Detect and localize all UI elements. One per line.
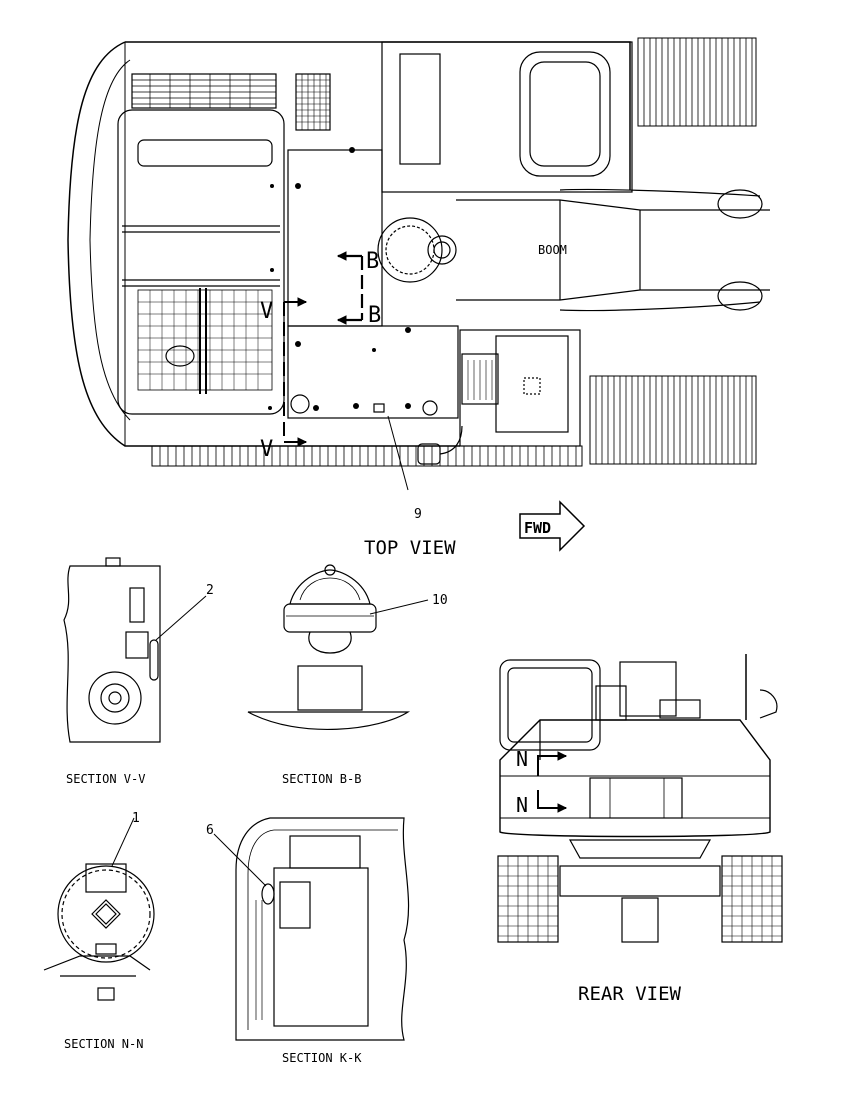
track-bottom-left [151, 445, 583, 467]
section-v-marker: V V [260, 297, 308, 462]
section-nn-drawing: 1 SECTION N-N [43, 811, 155, 1051]
battery-box [459, 329, 581, 447]
section-kk-title: SECTION K-K [282, 1051, 362, 1065]
leader-item-6 [213, 833, 267, 887]
engine-hood-panel [117, 109, 285, 415]
section-b-letter-bottom: B [368, 303, 381, 328]
section-v-letter-top: V [260, 299, 273, 324]
track-top-right [637, 37, 757, 127]
boom: BOOM [456, 188, 770, 312]
track-bottom-right [589, 375, 757, 465]
swing-bearing [377, 217, 457, 283]
section-bb-title: SECTION B-B [282, 772, 361, 786]
section-nn-title: SECTION N-N [64, 1037, 143, 1051]
rear-track-right [721, 855, 783, 943]
callout-2: 2 [206, 583, 214, 598]
section-b-marker: B B [336, 249, 381, 328]
section-vv-title: SECTION V-V [66, 772, 145, 786]
cab-outline [519, 51, 611, 177]
callout-10: 10 [432, 593, 448, 608]
top-view-title: TOP VIEW [364, 537, 456, 559]
mesh-panel [295, 73, 331, 131]
leader-item-1 [111, 817, 135, 867]
item-9-component [417, 425, 463, 465]
leader-item-9 [387, 415, 409, 491]
callout-1: 1 [132, 811, 140, 826]
leader-item-2 [155, 595, 207, 641]
boom-label: BOOM [538, 243, 567, 257]
rear-track-left [497, 855, 559, 943]
section-kk-drawing: 6 SECTION K-K [206, 817, 410, 1065]
fwd-arrow: FWD [519, 500, 586, 552]
section-v-letter-bottom: V [260, 437, 273, 462]
callout-9: 9 [414, 507, 422, 522]
rear-view-title: REAR VIEW [578, 983, 682, 1005]
bolt-dots [268, 147, 411, 411]
section-n-marker: N N [516, 747, 568, 817]
callout-6: 6 [206, 823, 214, 838]
section-n-letter-top: N [516, 747, 528, 771]
section-vv-drawing: 2 SECTION V-V [63, 557, 214, 786]
section-bb-drawing: 10 SECTION B-B [247, 564, 448, 786]
rear-view-drawing: N N REAR VIEW [497, 654, 783, 1005]
top-view-drawing: BOOM [67, 37, 770, 559]
section-n-letter-bottom: N [516, 793, 528, 817]
fwd-label: FWD [524, 519, 551, 537]
radiator-grille [131, 73, 277, 109]
section-b-letter-top: B [366, 249, 379, 274]
leader-item-10 [369, 599, 429, 615]
